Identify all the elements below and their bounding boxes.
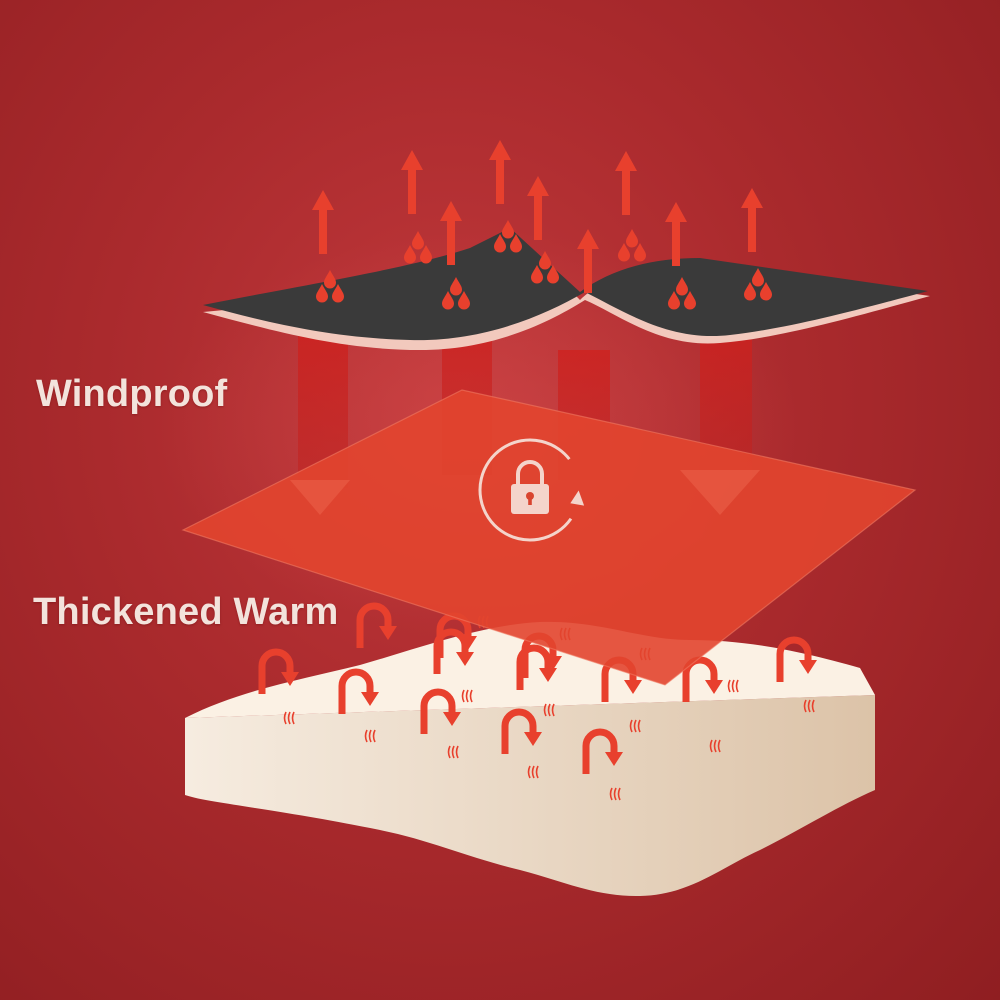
windproof-label: Windproof: [36, 373, 228, 415]
outer-layer: [203, 228, 930, 350]
thickened-warm-label: Thickened Warm: [33, 591, 339, 633]
lock-rotate-icon: [478, 438, 585, 542]
